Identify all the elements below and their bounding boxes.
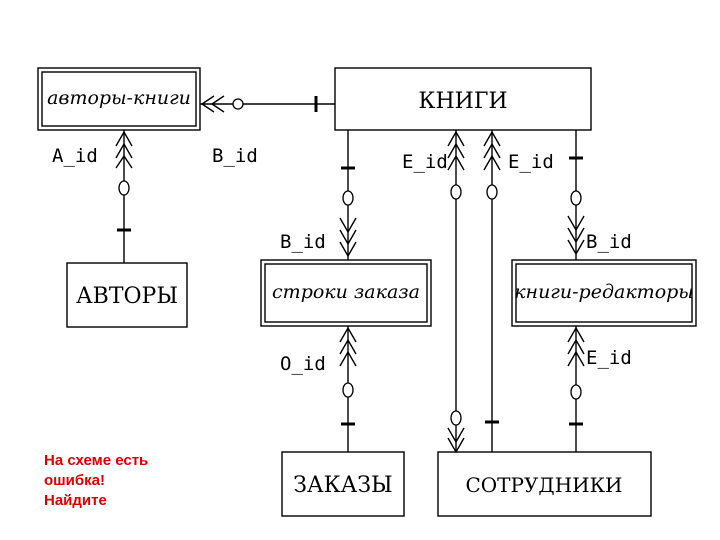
entity-authors-label: АВТОРЫ — [76, 284, 178, 309]
relationship-books-employees-right — [483, 130, 501, 452]
key-label-e-id-right: E_id — [508, 151, 554, 173]
relationship-authors-books-authors — [115, 130, 133, 263]
entity-books-label: КНИГИ — [418, 89, 507, 114]
association-books-editors: книги-редакторы — [511, 259, 697, 327]
relationship-authors-books-books — [200, 95, 335, 113]
entity-employees-label: СОТРУДНИКИ — [465, 473, 622, 497]
entity-employees: СОТРУДНИКИ — [437, 451, 652, 517]
entity-orders: ЗАКАЗЫ — [281, 451, 405, 517]
entity-authors: АВТОРЫ — [66, 262, 188, 328]
key-label-o-id: O_id — [280, 353, 326, 375]
relationship-books-books-editors — [567, 130, 585, 260]
key-label-e-id-editors: E_id — [586, 347, 632, 369]
key-label-e-id-left: E_id — [402, 151, 448, 173]
association-books-editors-label: книги-редакторы — [514, 281, 694, 303]
key-label-b-id-top: B_id — [212, 145, 258, 167]
error-hint-note: На схеме есть ошибка! Найдите — [44, 452, 149, 509]
association-order-lines-label: строки заказа — [272, 281, 420, 303]
association-authors-books-label: авторы-книги — [47, 87, 191, 109]
entity-books: КНИГИ — [334, 67, 592, 131]
relationship-order-lines-orders — [339, 326, 357, 452]
association-order-lines: строки заказа — [260, 259, 432, 327]
key-label-a-id: A_id — [52, 145, 98, 167]
relationship-books-order-lines — [339, 130, 357, 260]
entity-orders-label: ЗАКАЗЫ — [293, 473, 392, 498]
association-authors-books: авторы-книги — [37, 67, 201, 131]
key-label-b-id-order-lines: B_id — [280, 231, 326, 253]
key-label-b-id-editors: B_id — [586, 231, 632, 253]
relationship-books-employees-left — [447, 130, 465, 454]
relationship-books-editors-employees — [567, 326, 585, 452]
